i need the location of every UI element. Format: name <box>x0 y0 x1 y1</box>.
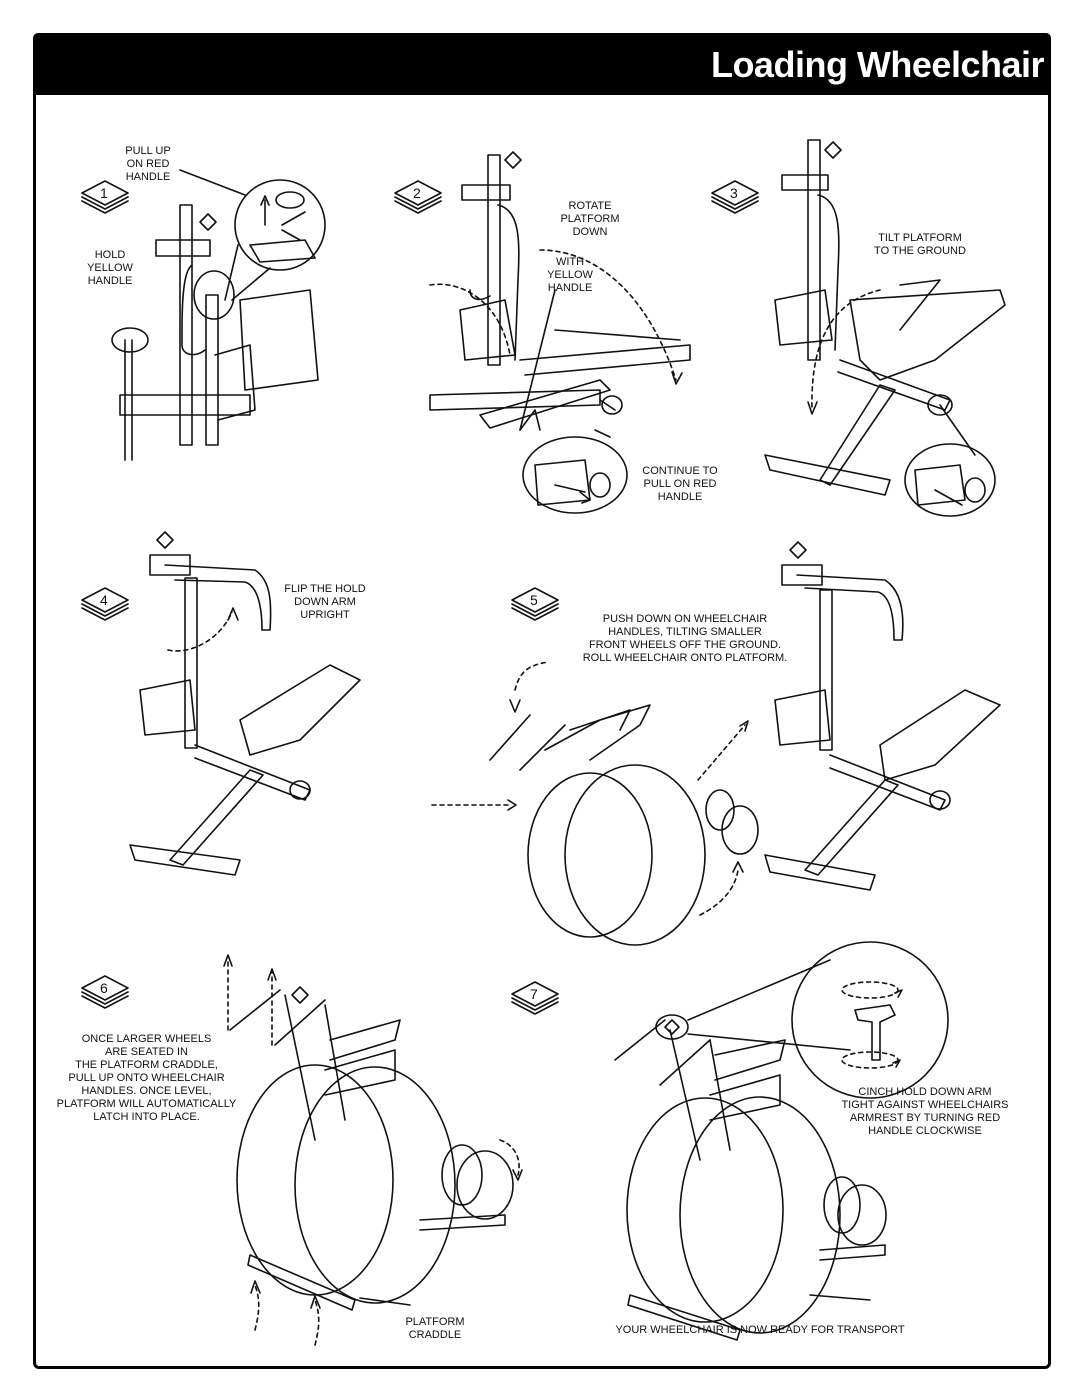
step-badge-3-icon: 3 <box>711 180 759 214</box>
step-1-caption-hold: HOLD YELLOW HANDLE <box>87 249 133 287</box>
step-5-number: 5 <box>530 592 538 608</box>
step-2-caption-with: WITH YELLOW HANDLE <box>547 256 593 294</box>
title-bar <box>33 33 1051 95</box>
step-2-number: 2 <box>413 185 421 201</box>
step-7-number: 7 <box>530 986 538 1002</box>
step-3-caption-tilt: TILT PLATFORM TO THE GROUND <box>874 232 966 257</box>
step-7-caption-cinch: CINCH HOLD DOWN ARM TIGHT AGAINST WHEELC… <box>841 1086 1009 1137</box>
step-badge-6-icon: 6 <box>81 975 129 1009</box>
leader-line <box>519 289 556 431</box>
step-2-caption-continue: CONTINUE TO PULL ON RED HANDLE <box>642 465 718 503</box>
step-7-wheelchair-drawing <box>614 941 949 1341</box>
leader-line <box>809 1294 871 1301</box>
step-6-caption-craddle: PLATFORM CRADDLE <box>405 1316 465 1341</box>
step-3-number: 3 <box>730 185 738 201</box>
step-5-carrier-drawing <box>764 541 1001 891</box>
step-5-caption-push: PUSH DOWN ON WHEELCHAIR HANDLES, TILTING… <box>582 613 788 664</box>
step-4-caption-flip: FLIP THE HOLD DOWN ARM UPRIGHT <box>284 583 366 621</box>
step-6-caption-once: ONCE LARGER WHEELS ARE SEATED IN THE PLA… <box>56 1033 237 1123</box>
step-2-carrier-drawing <box>429 151 691 514</box>
step-4-number: 4 <box>100 592 108 608</box>
step-badge-2-icon: 2 <box>394 180 442 214</box>
footer-note: YOUR WHEELCHAIR IS NOW READY FOR TRANSPO… <box>615 1324 905 1336</box>
page-title: Loading Wheelchair <box>710 44 1045 85</box>
step-6-number: 6 <box>100 980 108 996</box>
step-badge-1-icon: 1 <box>81 180 129 214</box>
step-6-wheelchair-drawing <box>223 954 523 1346</box>
step-badge-4-icon: 4 <box>81 587 129 621</box>
step-badge-5-icon: 5 <box>511 587 559 621</box>
step-1-carrier-drawing <box>111 169 326 461</box>
step-5-wheelchair-drawing <box>431 661 759 946</box>
step-1-number: 1 <box>100 185 108 201</box>
step-1-caption-pull: PULL UP ON RED HANDLE <box>125 145 171 183</box>
step-badge-7-icon: 7 <box>511 981 559 1015</box>
step-3-carrier-drawing <box>764 139 1006 517</box>
step-4-carrier-drawing <box>129 531 361 876</box>
step-2-caption-rotate: ROTATE PLATFORM DOWN <box>560 200 620 238</box>
